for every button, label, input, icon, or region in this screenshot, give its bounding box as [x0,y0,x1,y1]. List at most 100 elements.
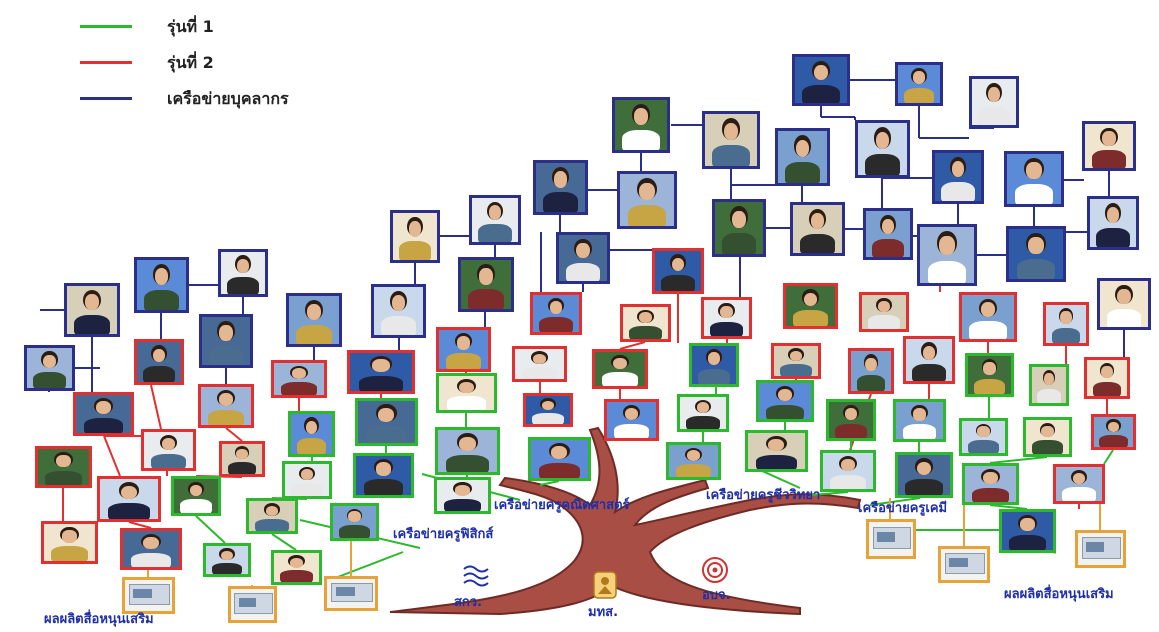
legend-item-staff: เครือข่ายบุคลากร [75,84,375,114]
legend-item-gen2: รุ่นที่ 2 [75,48,375,78]
gen1-member-photo [756,380,814,422]
person-face [391,294,406,312]
staff-member-photo [863,208,913,260]
staff-member-photo [286,293,342,347]
person-body [538,462,580,478]
person-body [380,315,417,335]
obj-logo-icon [702,557,728,583]
person-body [130,552,172,567]
person-face [408,220,422,237]
gen2-member-photo [347,350,415,394]
person-body [864,154,901,175]
gen2-connection-line [150,384,162,430]
person-face [789,350,803,362]
staff-member-photo [1004,151,1064,207]
person-face [95,401,112,415]
person-face [290,557,303,568]
person-body [150,453,187,468]
product-thumbnail [228,586,277,623]
gen2-member-photo [436,327,491,372]
staff-member-photo [712,199,766,257]
logo-label-skw: สกว. [454,595,483,610]
person-face [62,530,77,543]
person-body [710,321,743,336]
gen2-member-photo [198,384,254,428]
person-body [565,262,601,281]
person-body [712,145,750,166]
person-face [56,454,71,468]
person-body [856,375,886,391]
person-body [802,84,840,103]
gen2-member-photo [512,346,567,382]
gen1-member-photo [745,430,808,472]
person-face [1102,131,1116,147]
staff-member-photo [702,111,760,169]
person-face [671,257,685,272]
person-face [720,305,733,319]
person-face [219,324,233,342]
gen2-member-photo [701,297,752,339]
person-body [1009,534,1046,550]
gen1-member-photo [895,452,953,498]
gen2-member-photo [848,348,894,394]
person-body [1091,150,1127,168]
person-face [768,438,785,452]
person-body [698,368,730,384]
person-body [941,181,975,201]
person-face [265,505,279,517]
person-body [208,409,244,425]
person-body [912,364,946,381]
gen1-connection-line [989,504,1028,510]
person-body [629,326,662,339]
person-body [358,375,404,391]
person-face [624,407,639,421]
person-body [1051,327,1081,343]
person-face [723,122,739,141]
gen2-connection-line [128,521,152,529]
person-face [983,471,998,485]
gen2-member-photo [1084,357,1130,399]
person-body [1062,487,1096,501]
person-body [1032,440,1063,454]
person-body [721,233,757,254]
person-body [521,367,558,379]
person-body [622,130,660,150]
person-face [913,71,925,85]
gen1-member-photo [820,450,876,492]
staff-member-photo [790,202,845,256]
person-face [639,182,655,201]
person-face [306,303,321,321]
staff-member-photo [218,249,268,297]
person-body [927,260,967,283]
gen2-member-photo [1043,302,1089,346]
gen2-member-photo [271,360,327,398]
person-face [218,393,233,407]
person-face [881,218,895,235]
staff-member-photo [775,128,830,186]
person-face [152,348,166,363]
person-face [1044,372,1054,386]
gen2-member-photo [903,336,955,384]
product-image-detail [133,588,153,598]
gen2-member-photo [1053,464,1105,504]
gen1-member-photo [282,461,332,499]
person-face [236,258,250,274]
gen1-member-photo [434,477,491,514]
caption-products-left: ผลผลิตสื่อหนุนเสริม [44,612,154,627]
person-body [830,474,866,489]
person-face [189,484,203,497]
legend-swatch-staff [80,97,132,100]
person-body [227,277,259,294]
person-body [143,366,175,382]
gen2-member-photo [141,429,196,471]
person-body [661,275,695,291]
person-body [211,562,243,574]
tree-trunk [389,426,862,616]
person-body [1014,184,1054,204]
person-body [905,479,943,495]
staff-member-photo [458,257,514,312]
person-face [980,302,996,318]
staff-member-photo [969,76,1019,128]
person-face [810,212,825,230]
network-label-biology: เครือข่ายครูชีววิทยา [706,488,821,503]
